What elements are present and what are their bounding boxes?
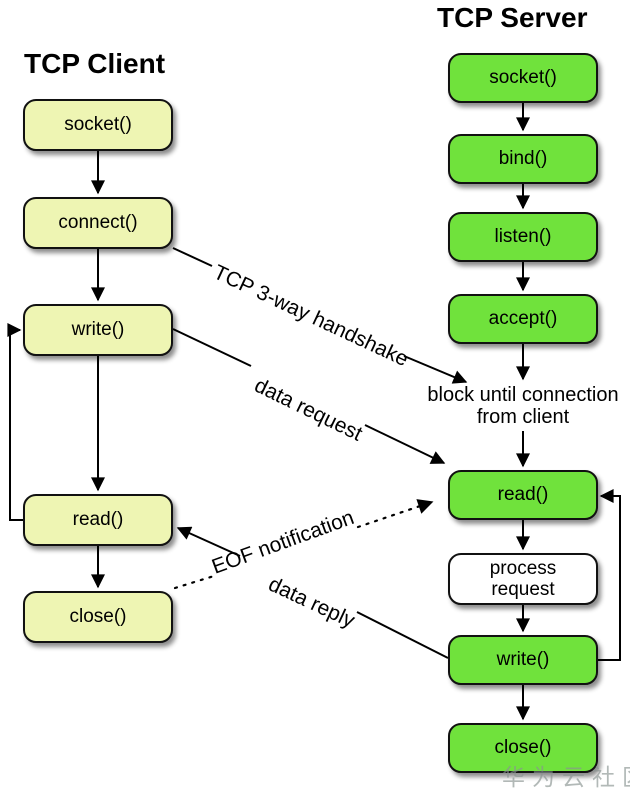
block-note-line2: from client [476, 406, 570, 428]
eof-line-end [356, 499, 434, 529]
watermark: 华为云社区 [502, 764, 630, 790]
data-request-label: data request [251, 374, 366, 446]
server-socket-label: socket() [489, 67, 557, 88]
server-bind-label: bind() [498, 148, 548, 169]
server-listen-box: listen() [448, 212, 598, 262]
block-until-connection-note: block until connection from client [413, 384, 630, 428]
server-write-box: write() [448, 635, 598, 685]
data-reply-line-start [356, 611, 449, 659]
block-note-line1: block until connection [427, 384, 619, 406]
client-column-arrows [7, 151, 105, 589]
handshake-label: TCP 3-way handshake [210, 261, 412, 371]
server-close-box: close() [448, 723, 598, 773]
data-reply-line-end [176, 526, 241, 557]
server-process-request-box: process request [448, 553, 598, 605]
server-listen-label: listen() [494, 226, 552, 247]
server-bind-box: bind() [448, 134, 598, 184]
server-process-request-label: process request [489, 558, 557, 600]
server-close-label: close() [494, 737, 552, 758]
handshake-line-start [172, 247, 213, 267]
client-close-box: close() [23, 591, 173, 643]
client-socket-label: socket() [64, 114, 132, 135]
client-write-label: write() [71, 319, 125, 340]
data-request-line-start [172, 328, 252, 367]
client-write-box: write() [23, 304, 173, 356]
eof-line-start [173, 574, 216, 590]
server-accept-label: accept() [488, 308, 558, 329]
client-read-box: read() [23, 494, 173, 546]
client-title: TCP Client [24, 48, 166, 79]
server-title: TCP Server [437, 2, 588, 33]
eof-notification-label: EOF notification [209, 506, 357, 579]
data-reply-arrow [176, 526, 449, 659]
client-socket-box: socket() [23, 99, 173, 151]
server-write-read-loop-arrow [598, 489, 621, 661]
server-read-box: read() [448, 470, 598, 520]
eof-notification-arrow [173, 499, 434, 590]
client-read-write-loop-arrow [7, 323, 23, 521]
data-request-line-end [364, 424, 446, 464]
client-read-label: read() [72, 509, 124, 530]
data-reply-label: data reply [265, 573, 359, 633]
server-accept-box: accept() [448, 294, 598, 344]
handshake-line-end [403, 355, 468, 384]
data-request-arrow [172, 328, 446, 464]
client-close-label: close() [69, 606, 127, 627]
client-connect-box: connect() [23, 197, 173, 249]
handshake-arrow [172, 247, 468, 384]
server-read-label: read() [497, 484, 549, 505]
server-column-arrows [516, 103, 621, 721]
server-write-label: write() [496, 649, 550, 670]
client-connect-label: connect() [58, 212, 138, 233]
server-socket-box: socket() [448, 53, 598, 103]
